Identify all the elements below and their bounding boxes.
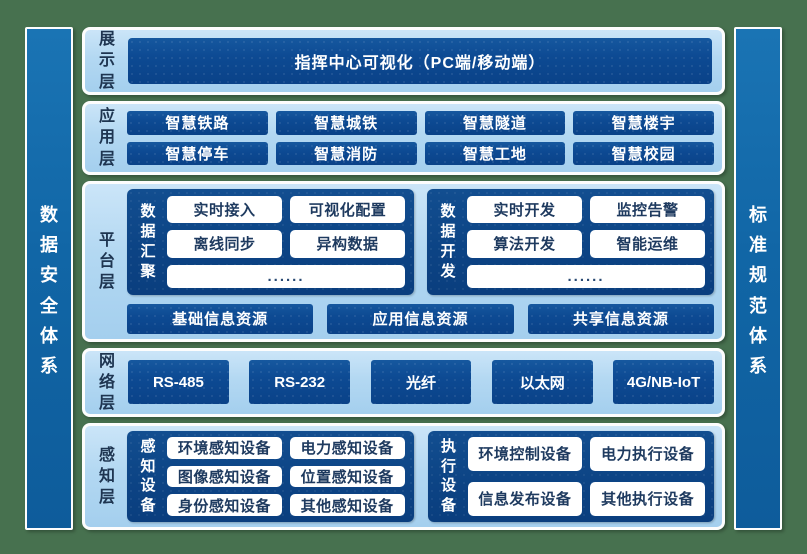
platform-content: 数据汇聚 实时接入 可视化配置 离线同步 异构数据 ...... 数据开发 bbox=[127, 189, 714, 334]
item-identity-sensing: 身份感知设备 bbox=[167, 494, 282, 516]
application-items-grid: 智慧铁路 智慧城铁 智慧隧道 智慧楼宇 智慧停车 智慧消防 智慧工地 智慧校园 bbox=[127, 111, 714, 165]
app-item-smart-building: 智慧楼宇 bbox=[573, 111, 714, 135]
item-environment-control: 环境控制设备 bbox=[467, 436, 583, 471]
network-item-fiber: 光纤 bbox=[370, 360, 472, 405]
network-item-4g-nbiot: 4G/NB-IoT bbox=[613, 360, 714, 405]
app-item-smart-worksite: 智慧工地 bbox=[424, 141, 566, 165]
item-heterogeneous-data: 异构数据 bbox=[290, 230, 405, 258]
data-development-more: ...... bbox=[467, 264, 705, 288]
command-center-visualization-bar: 指挥中心可视化（PC端/移动端） bbox=[128, 38, 712, 84]
item-offline-sync: 离线同步 bbox=[167, 230, 282, 258]
app-item-smart-tunnel: 智慧隧道 bbox=[424, 111, 566, 135]
app-item-smart-firefighting: 智慧消防 bbox=[275, 141, 417, 165]
perception-groups-row: 感知设备 环境感知设备 电力感知设备 图像感知设备 位置感知设备 身份感知设备 … bbox=[127, 431, 714, 522]
network-items-row: RS-485 RS-232 光纤 以太网 4G/NB-IoT bbox=[128, 359, 714, 406]
sensing-devices-grid: 环境感知设备 电力感知设备 图像感知设备 位置感知设备 身份感知设备 其他感知设… bbox=[167, 436, 405, 516]
layer-perception-label: 感知层 bbox=[98, 446, 115, 506]
data-aggregation-group: 数据汇聚 实时接入 可视化配置 离线同步 异构数据 ...... bbox=[127, 189, 414, 295]
item-power-execution: 电力执行设备 bbox=[590, 436, 705, 471]
layer-platform: 平台层 数据汇聚 实时接入 可视化配置 离线同步 异构数据 ...... bbox=[82, 181, 725, 342]
shared-info-resources-bar: 共享信息资源 bbox=[527, 303, 714, 334]
data-development-label: 数据开发 bbox=[440, 203, 456, 280]
layer-application: 应用层 智慧铁路 智慧城铁 智慧隧道 智慧楼宇 智慧停车 智慧消防 智慧工地 智… bbox=[82, 101, 725, 175]
layer-network-label-column: 网络层 bbox=[92, 353, 122, 412]
layer-network-label: 网络层 bbox=[98, 352, 115, 412]
item-visual-config: 可视化配置 bbox=[290, 196, 405, 224]
layer-application-label-column: 应用层 bbox=[92, 108, 122, 168]
app-item-smart-parking: 智慧停车 bbox=[127, 141, 268, 165]
data-development-grid: 实时开发 监控告警 算法开发 智能运维 ...... bbox=[467, 196, 705, 288]
execution-devices-label-column: 执行设备 bbox=[437, 437, 461, 516]
layer-display: 展示层 指挥中心可视化（PC端/移动端） bbox=[82, 27, 725, 95]
item-location-sensing: 位置感知设备 bbox=[289, 465, 405, 488]
information-resources-row: 基础信息资源 应用信息资源 共享信息资源 bbox=[127, 303, 714, 334]
app-item-smart-railway: 智慧铁路 bbox=[127, 111, 268, 135]
data-aggregation-label-column: 数据汇聚 bbox=[136, 196, 160, 288]
sensing-devices-group: 感知设备 环境感知设备 电力感知设备 图像感知设备 位置感知设备 身份感知设备 … bbox=[127, 431, 414, 522]
item-algorithm-development: 算法开发 bbox=[467, 230, 582, 258]
architecture-layer-stack: 展示层 指挥中心可视化（PC端/移动端） 应用层 智慧铁路 智慧城铁 智慧隧道 … bbox=[82, 27, 725, 530]
item-realtime-access: 实时接入 bbox=[167, 196, 282, 224]
data-security-pillar: 数据安全体系 bbox=[25, 27, 73, 530]
standards-pillar: 标准规范体系 bbox=[734, 27, 782, 530]
layer-platform-label-column: 平台层 bbox=[92, 189, 122, 334]
item-information-publishing: 信息发布设备 bbox=[467, 481, 583, 516]
execution-devices-grid: 环境控制设备 电力执行设备 信息发布设备 其他执行设备 bbox=[467, 436, 705, 516]
item-environment-sensing: 环境感知设备 bbox=[167, 436, 282, 459]
network-item-ethernet: 以太网 bbox=[491, 360, 593, 405]
data-security-pillar-label: 数据安全体系 bbox=[39, 204, 58, 376]
data-aggregation-label: 数据汇聚 bbox=[140, 203, 156, 280]
execution-devices-group: 执行设备 环境控制设备 电力执行设备 信息发布设备 其他执行设备 bbox=[428, 431, 715, 522]
network-item-rs232: RS-232 bbox=[249, 360, 351, 405]
standards-pillar-label: 标准规范体系 bbox=[748, 204, 767, 376]
item-intelligent-ops: 智能运维 bbox=[590, 230, 705, 258]
network-item-rs485: RS-485 bbox=[128, 360, 229, 405]
data-development-label-column: 数据开发 bbox=[436, 196, 460, 288]
data-aggregation-grid: 实时接入 可视化配置 离线同步 异构数据 ...... bbox=[167, 196, 405, 288]
item-realtime-development: 实时开发 bbox=[467, 196, 582, 224]
layer-display-label: 展示层 bbox=[98, 31, 115, 91]
application-info-resources-bar: 应用信息资源 bbox=[327, 303, 514, 334]
item-image-sensing: 图像感知设备 bbox=[167, 465, 282, 488]
item-other-sensing: 其他感知设备 bbox=[289, 494, 405, 516]
layer-perception: 感知层 感知设备 环境感知设备 电力感知设备 图像感知设备 位置感知设备 身份感… bbox=[82, 422, 725, 530]
layer-application-label: 应用层 bbox=[98, 108, 115, 168]
item-power-sensing: 电力感知设备 bbox=[289, 436, 405, 459]
layer-display-label-column: 展示层 bbox=[92, 31, 122, 90]
sensing-devices-label-column: 感知设备 bbox=[136, 437, 160, 516]
layer-perception-label-column: 感知层 bbox=[92, 431, 122, 522]
platform-groups-row: 数据汇聚 实时接入 可视化配置 离线同步 异构数据 ...... 数据开发 bbox=[127, 189, 714, 295]
sensing-devices-label: 感知设备 bbox=[140, 437, 156, 515]
item-monitoring-alerts: 监控告警 bbox=[590, 196, 705, 224]
layer-network: 网络层 RS-485 RS-232 光纤 以太网 4G/NB-IoT bbox=[82, 347, 725, 417]
data-aggregation-more: ...... bbox=[167, 264, 405, 288]
layer-platform-label: 平台层 bbox=[98, 231, 115, 291]
execution-devices-label: 执行设备 bbox=[440, 437, 456, 515]
app-item-smart-campus: 智慧校园 bbox=[573, 141, 714, 165]
data-development-group: 数据开发 实时开发 监控告警 算法开发 智能运维 ...... bbox=[427, 189, 714, 295]
item-other-execution: 其他执行设备 bbox=[590, 481, 705, 516]
app-item-smart-metro: 智慧城铁 bbox=[275, 111, 417, 135]
basic-info-resources-bar: 基础信息资源 bbox=[127, 303, 314, 334]
